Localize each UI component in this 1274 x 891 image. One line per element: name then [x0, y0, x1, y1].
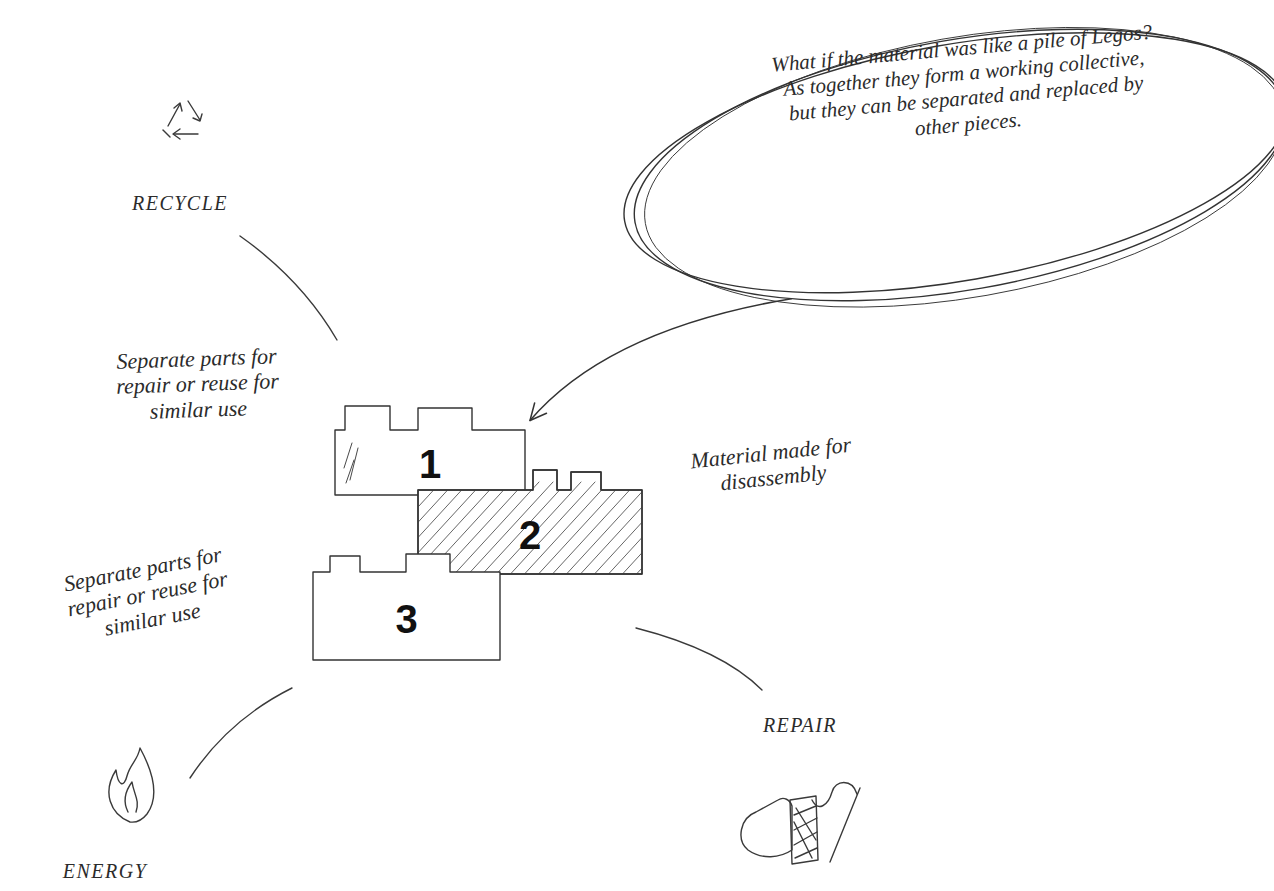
callout-outline [603, 0, 1274, 355]
arrow-head [530, 403, 546, 420]
lego-brick: 1 [330, 398, 530, 500]
needle [830, 788, 860, 862]
callout-stroke [604, 0, 1274, 337]
note-label: Separate parts for repair or reuse for s… [94, 342, 302, 425]
leader-line [636, 628, 762, 690]
leader-line [190, 688, 292, 778]
note-label: RECYCLE [110, 192, 250, 215]
thread-wrap [794, 806, 817, 858]
connector-line [530, 299, 791, 421]
note-label: Material made for disassembly [670, 430, 874, 501]
recycle-arrow [174, 103, 182, 111]
recycle-arrow [174, 133, 198, 134]
flame-outline [109, 748, 154, 822]
lego-brick: 3 [308, 548, 505, 666]
recycle-arrow [188, 101, 200, 120]
callout-text: What if the material was like a pile of … [766, 19, 1163, 153]
callout-stroke [613, 0, 1274, 345]
note-label: REPAIR [735, 714, 865, 737]
curved-arrow [530, 299, 791, 421]
thread-spool [790, 796, 818, 864]
flame-icon [109, 748, 154, 822]
callout-stroke [623, 0, 1274, 352]
callout-number: 3 [308, 572, 505, 666]
note-label: ENERGY [40, 860, 170, 883]
brick-hatching [295, 482, 749, 580]
repair-icon [741, 783, 860, 865]
sock-shape [741, 798, 792, 856]
leader-line [240, 236, 337, 340]
note-label: Separate parts for repair or reuse for s… [40, 537, 256, 651]
needle-thread [812, 783, 857, 807]
brick-shading [344, 443, 358, 483]
callout-number: 1 [330, 428, 530, 500]
recycle-arrow [163, 130, 170, 137]
recycle-arrow [193, 114, 202, 121]
recycle-arrow [173, 129, 180, 139]
recycle-icon [163, 101, 202, 139]
thought-callout: What if the material was like a pile of … [600, 0, 1274, 340]
flame-inner [125, 782, 137, 812]
